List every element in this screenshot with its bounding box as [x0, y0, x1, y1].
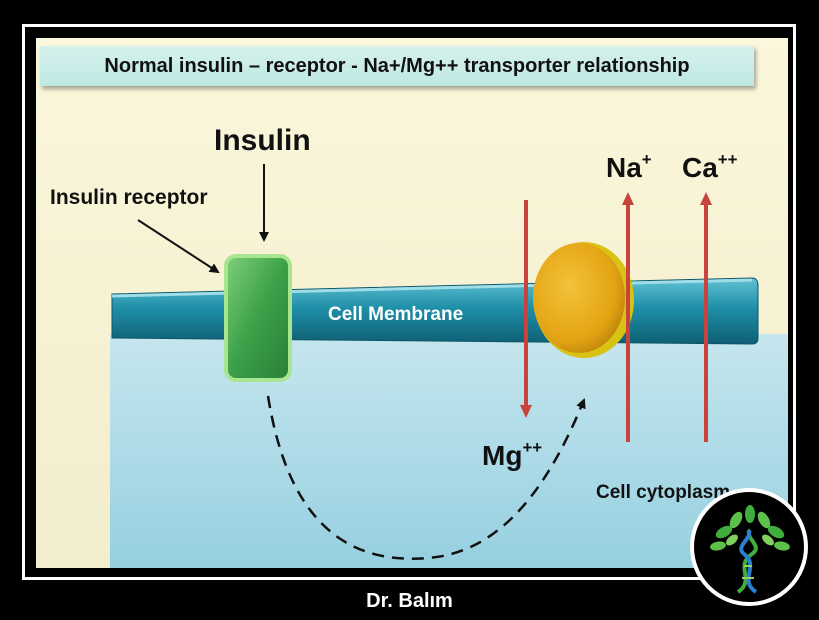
- ca-label: Ca++: [682, 150, 738, 183]
- author-caption: Dr. Balım: [366, 590, 453, 612]
- cell-membrane-label: Cell Membrane: [328, 304, 464, 325]
- insulin-receptor: [224, 254, 292, 382]
- insulin-label: Insulin: [214, 124, 311, 157]
- receptor-arrow: [137, 219, 220, 274]
- na-mg-transporter: [533, 243, 625, 353]
- mg-label: Mg++: [482, 438, 543, 471]
- diagram-graphics: [111, 164, 759, 560]
- insulin-receptor-label: Insulin receptor: [50, 186, 208, 209]
- signal-dashed-arrow: [266, 395, 586, 560]
- dna-tree-logo-icon: [690, 488, 808, 606]
- slide: Normal insulin – receptor - Na+/Mg++ tra…: [36, 38, 788, 568]
- slide-title: Normal insulin – receptor - Na+/Mg++ tra…: [40, 46, 754, 86]
- na-label: Na+: [606, 150, 652, 183]
- cell-cytoplasm-label: Cell cytoplasm: [596, 482, 731, 503]
- cell-cytoplasm-region: [110, 334, 788, 568]
- membrane-highlight: [111, 278, 753, 298]
